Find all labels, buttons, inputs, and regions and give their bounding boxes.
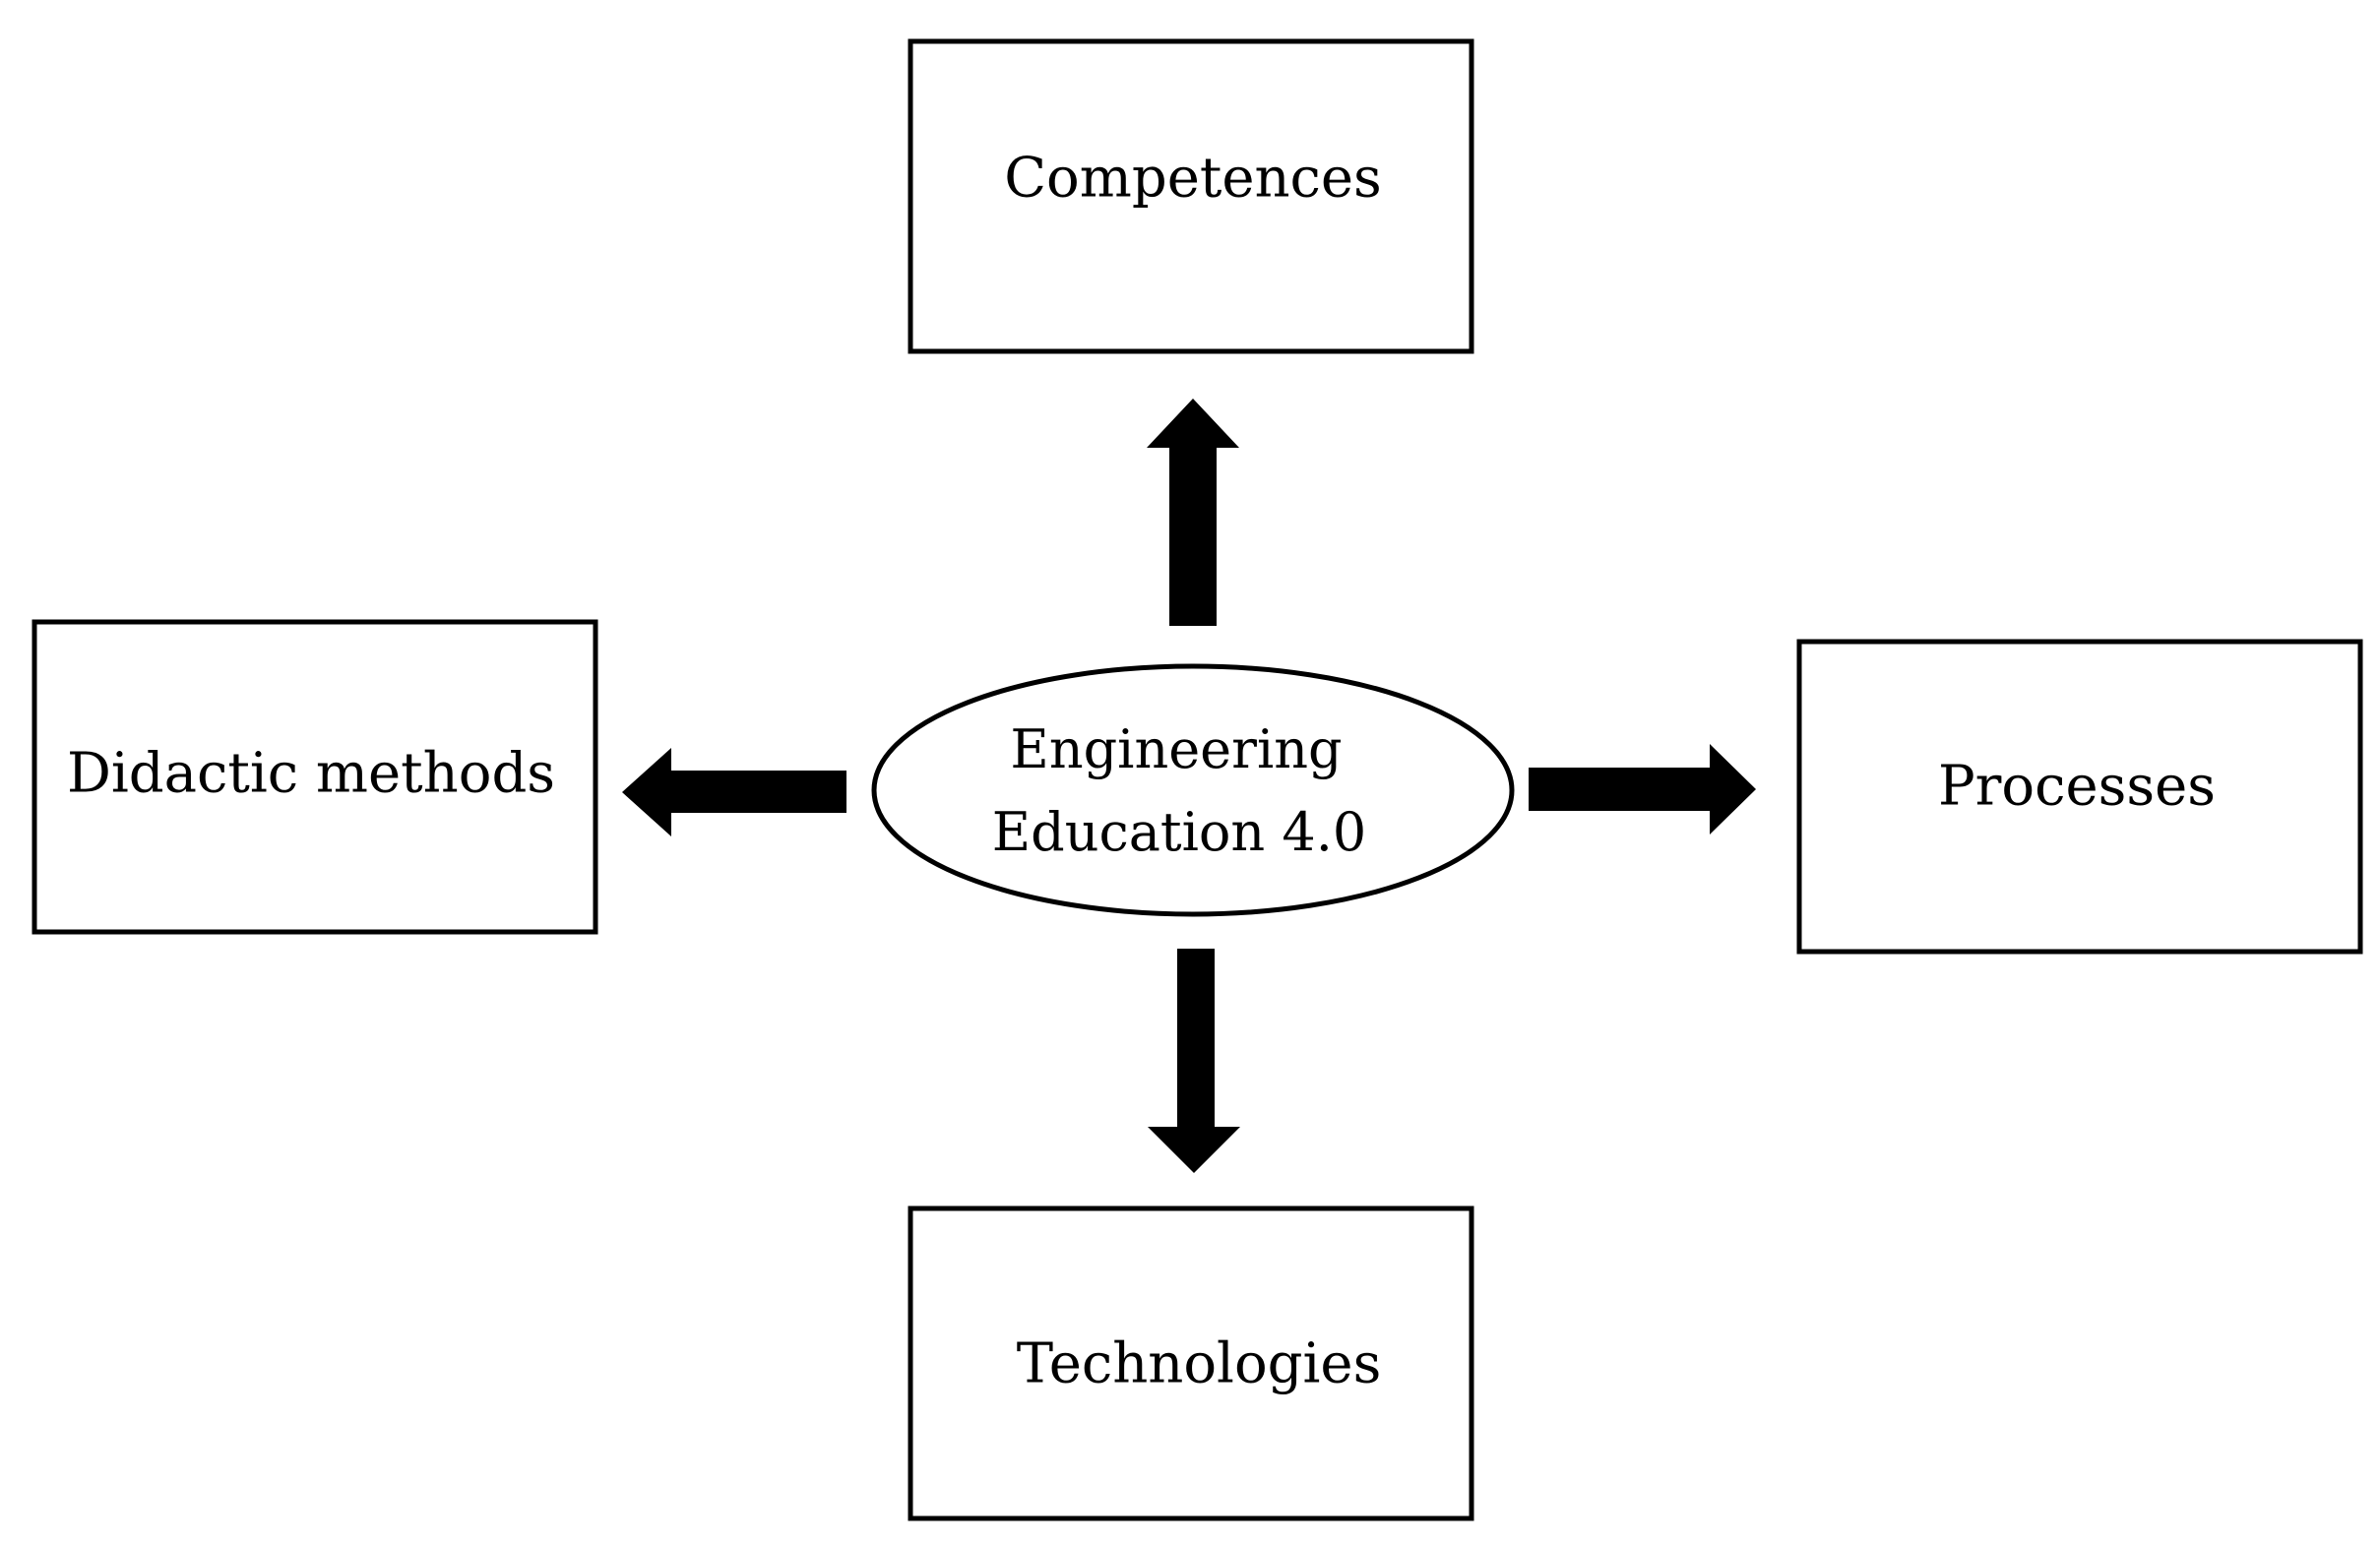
node-competences: Competences <box>908 38 1474 354</box>
node-competences-label: Competences <box>1004 147 1382 211</box>
node-didactic-methods-label: Didactic methods <box>67 742 555 806</box>
arrow-right-icon <box>1529 744 1756 834</box>
node-technologies-box <box>908 1205 1474 1521</box>
center-label-line2: Education 4.0 <box>992 801 1367 863</box>
node-didactic-methods: Didactic methods <box>31 619 598 935</box>
node-didactic-methods-box <box>31 619 598 935</box>
node-technologies-label: Technologies <box>1017 1332 1382 1396</box>
center-node: Engineering Education 4.0 <box>871 663 1515 917</box>
arrow-up-icon <box>1147 399 1239 626</box>
node-processes-box <box>1796 639 2363 955</box>
center-ellipse <box>871 663 1515 917</box>
arrow-down-icon <box>1148 949 1240 1173</box>
node-technologies: Technologies <box>908 1205 1474 1521</box>
node-processes-label: Processes <box>1938 755 2216 819</box>
arrow-left-icon <box>622 748 846 836</box>
node-processes: Processes <box>1796 639 2363 955</box>
center-label-line1: Engineering <box>1010 718 1342 780</box>
node-competences-box <box>908 38 1474 354</box>
